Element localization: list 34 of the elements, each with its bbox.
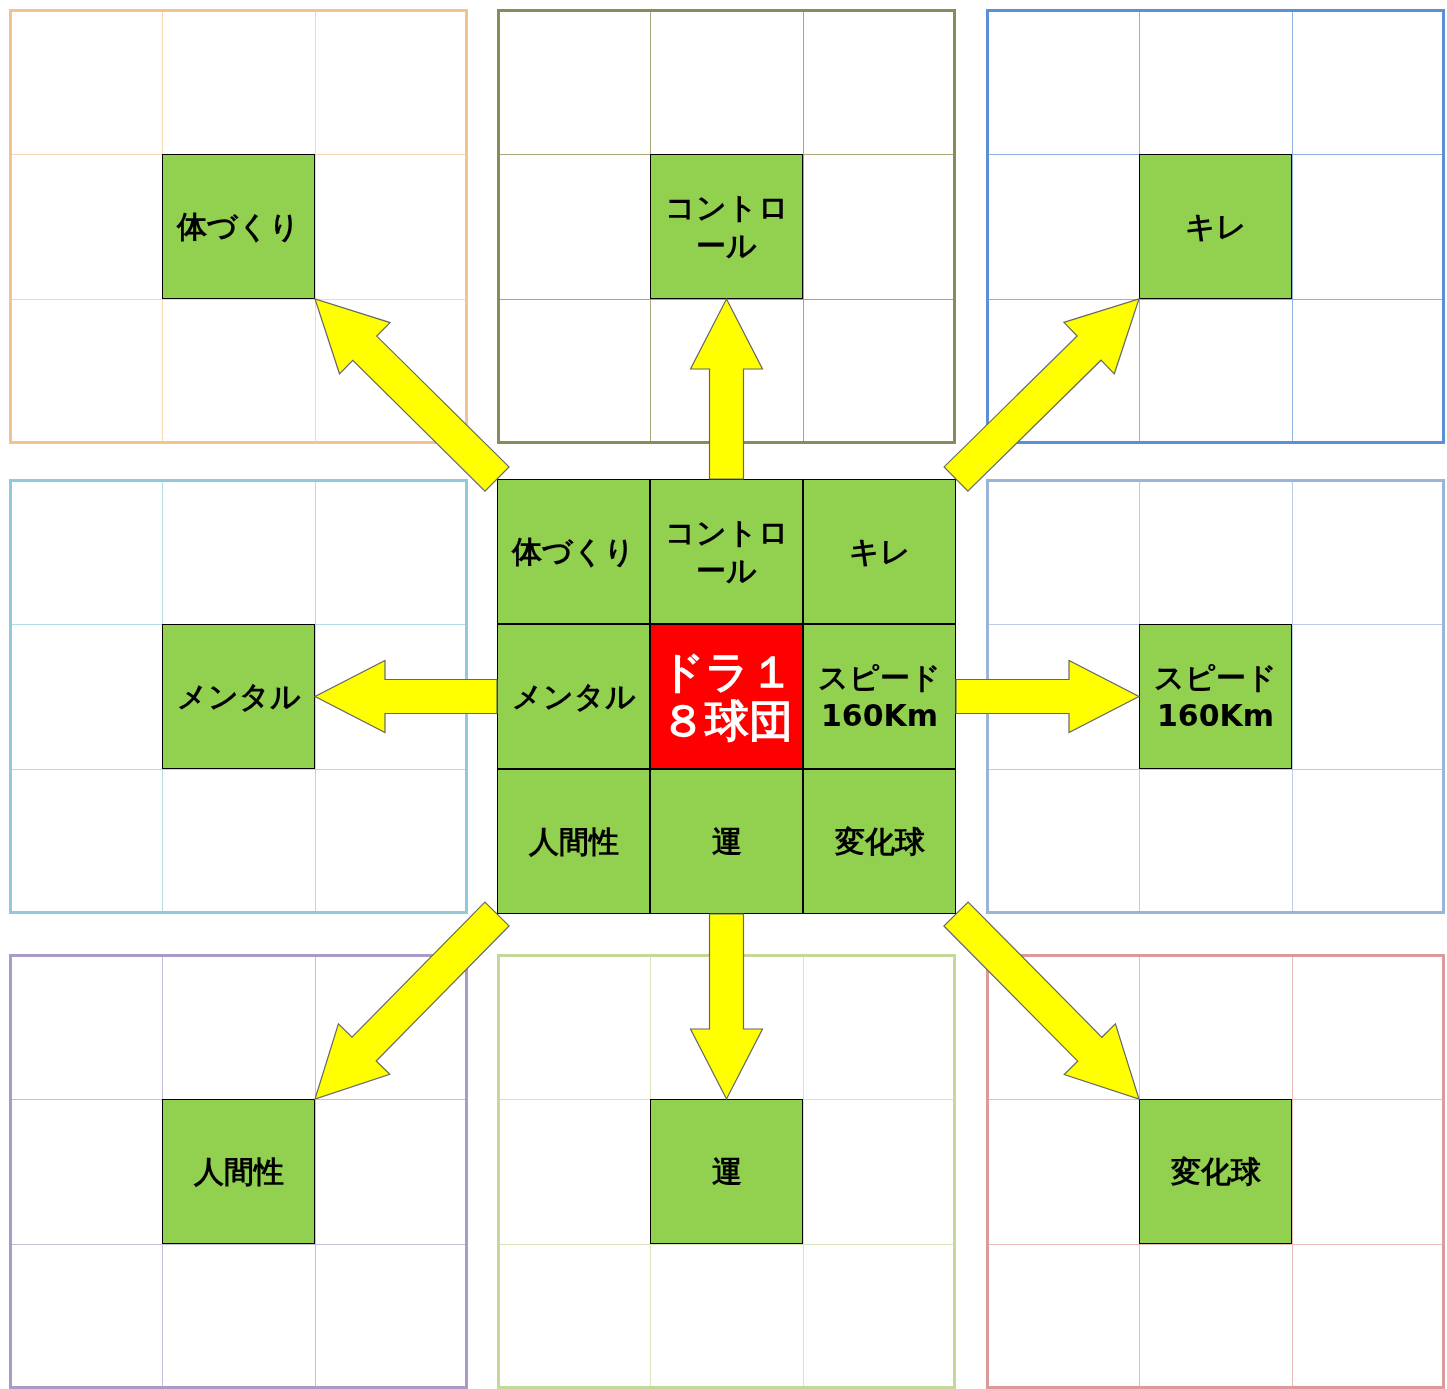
goal-cell: 人間性	[162, 1099, 315, 1244]
grid-block	[9, 479, 468, 914]
arrow	[955, 659, 1141, 734]
grid-block	[9, 954, 468, 1389]
goal-cell: コントロール	[650, 154, 803, 299]
goal-cell: 運	[650, 769, 803, 914]
goal-cell: 人間性	[497, 769, 650, 914]
arrow	[314, 901, 510, 1100]
goal-cell: メンタル	[162, 624, 315, 769]
goal-cell: メンタル	[497, 624, 650, 769]
arrow	[313, 659, 498, 734]
arrow	[943, 298, 1140, 492]
grid-block	[986, 9, 1445, 444]
goal-cell: コントロール	[650, 479, 803, 624]
goal-cell: 変化球	[803, 769, 956, 914]
arrow	[689, 913, 764, 1101]
grid-block	[497, 954, 956, 1389]
goal-cell: 体づくり	[497, 479, 650, 624]
arrow	[943, 901, 1140, 1100]
goal-cell: スピード160Km	[1139, 624, 1292, 769]
grid-block	[497, 479, 956, 914]
grid-block	[986, 954, 1445, 1389]
main-goal-cell: ドラ１８球団	[650, 624, 803, 769]
grid-block	[986, 479, 1445, 914]
goal-cell: キレ	[803, 479, 956, 624]
goal-cell: スピード160Km	[803, 624, 956, 769]
goal-cell: 運	[650, 1099, 803, 1244]
arrow	[689, 297, 764, 480]
grid-block	[9, 9, 468, 444]
arrow	[314, 298, 510, 492]
goal-cell: 変化球	[1139, 1099, 1292, 1244]
goal-cell: 体づくり	[162, 154, 315, 299]
goal-cell: キレ	[1139, 154, 1292, 299]
grid-block	[497, 9, 956, 444]
